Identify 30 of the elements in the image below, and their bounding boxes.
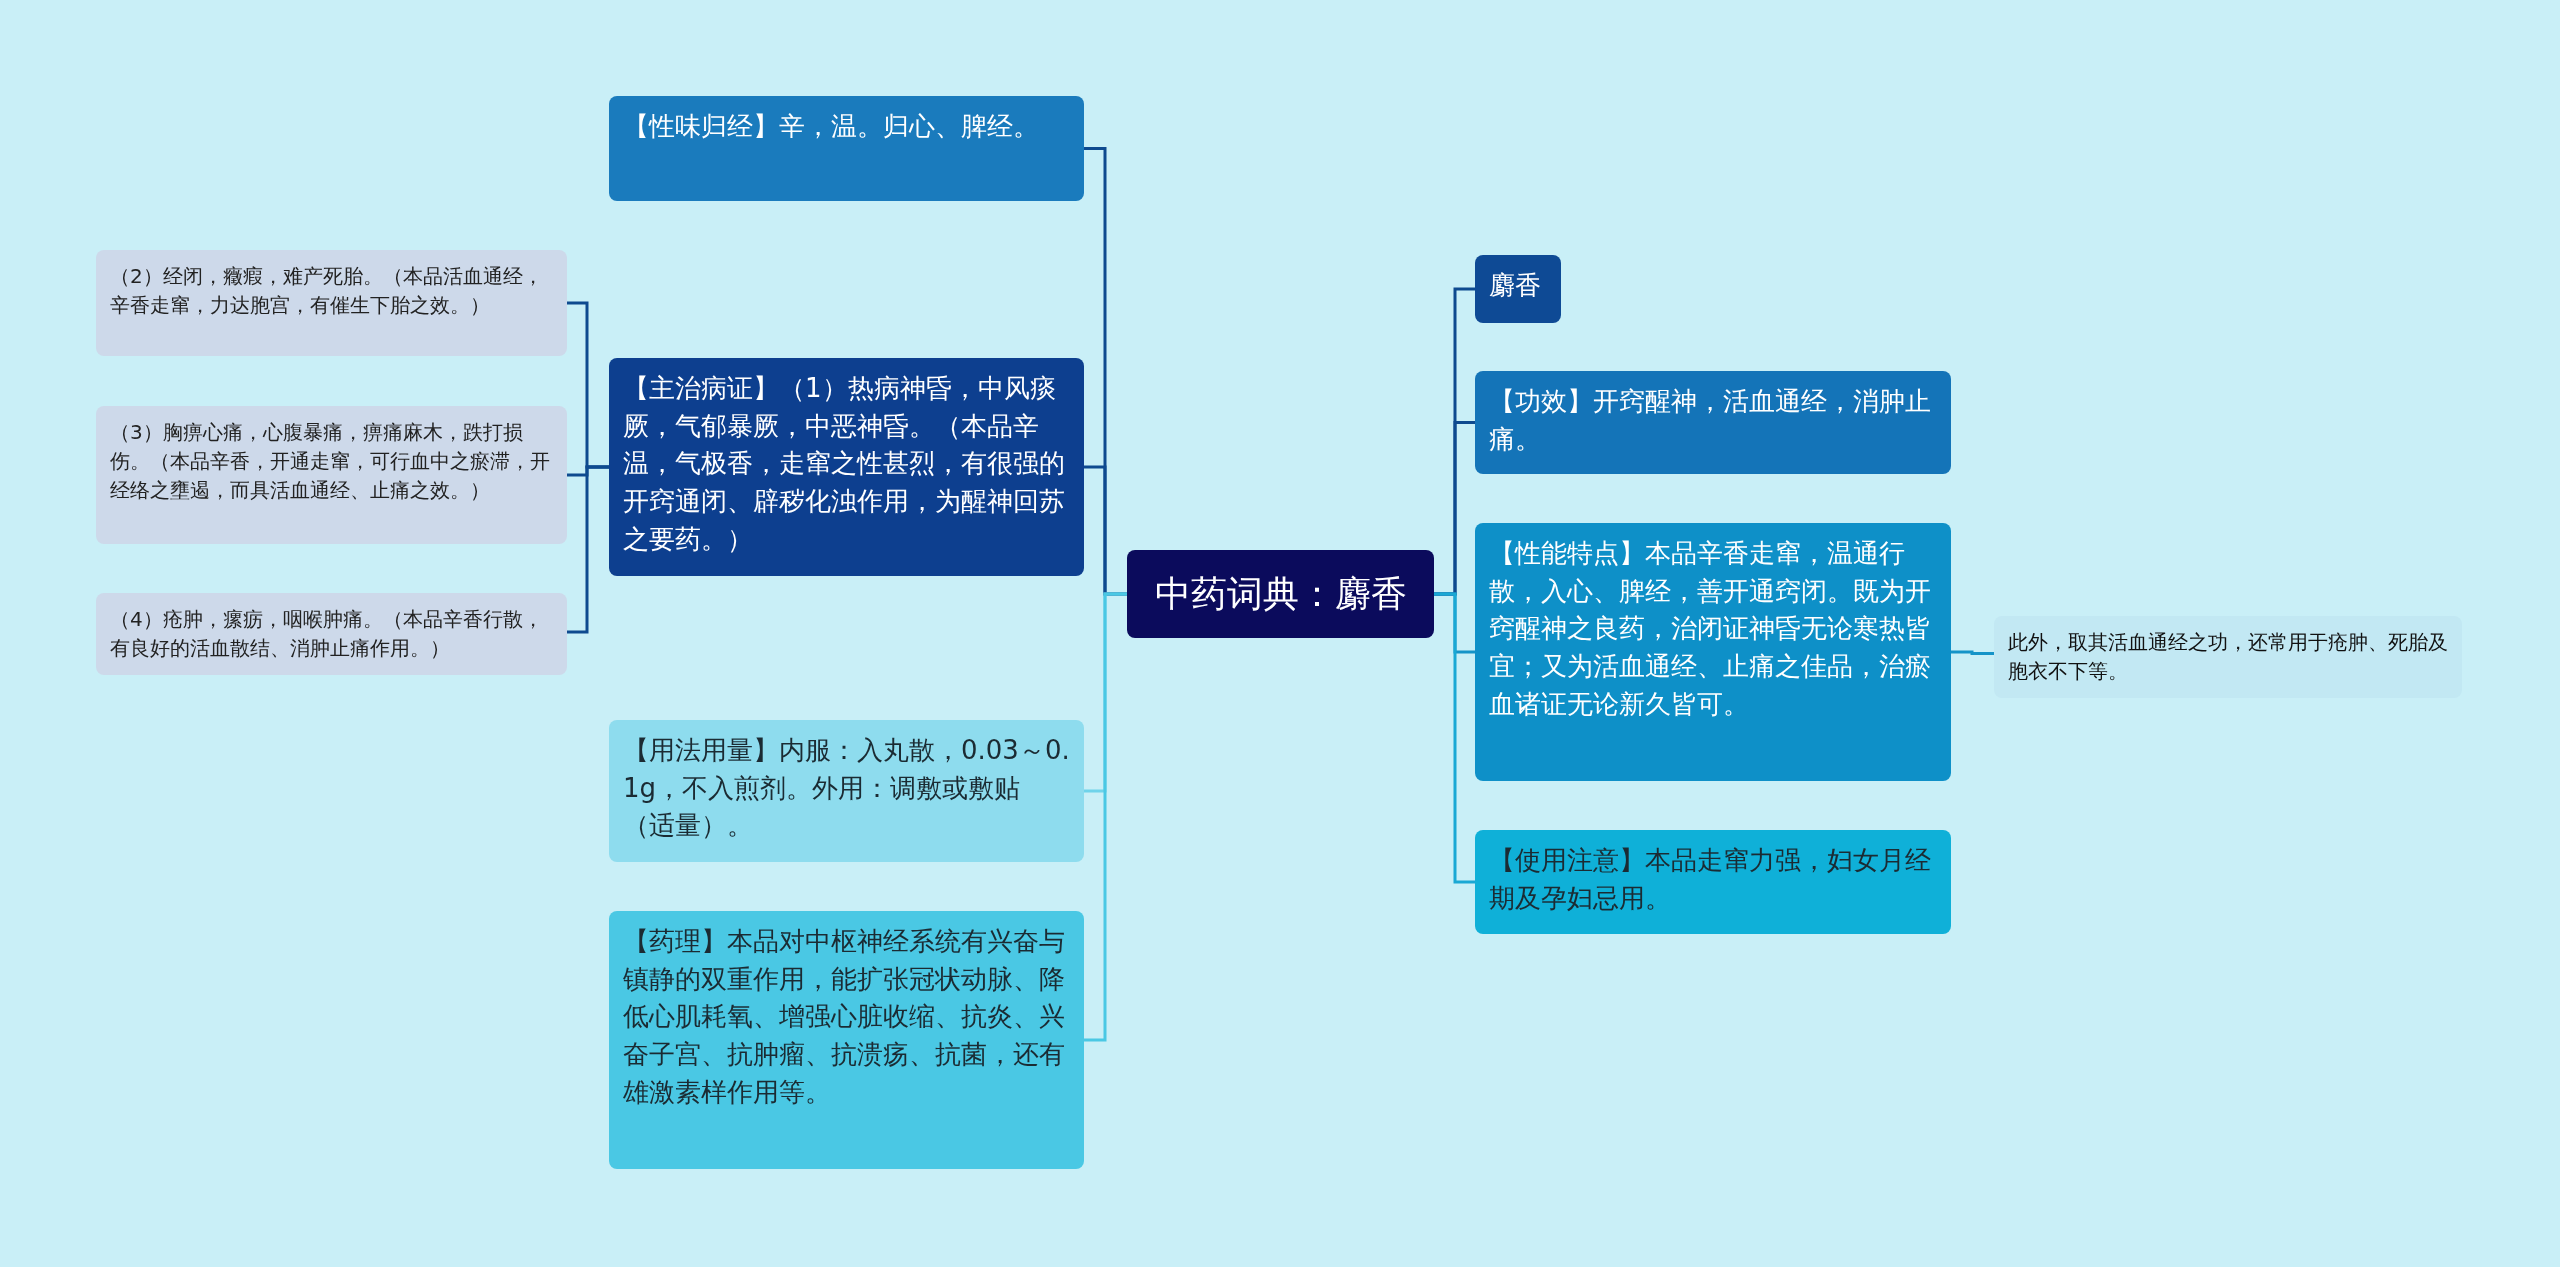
- node-text: 【性能特点】本品辛香走窜，温通行散，入心、脾经，善开通窍闭。既为开窍醒神之良药，治闭证神昏无论寒热皆宜；又为活血通经、止痛之佳品，治瘀血诸证无论新久皆可。: [1489, 537, 1932, 721]
- text-box: [1994, 616, 2462, 698]
- node-text: 中药词典：麝香: [1154, 571, 1407, 616]
- text-box: [96, 593, 567, 675]
- node-text: （3）胸痹心痛，心腹暴痛，痹痛麻木，跌打损伤。（本品辛香，开通走窜，可行血中之瘀滞，开经络之壅遏，而具活血通经、止痛之效。）: [110, 419, 551, 504]
- node-text: 此外，取其活血通经之功，还常用于疮肿、死胎及胞衣不下等。: [2008, 629, 2448, 685]
- connector-line: [1434, 592, 1475, 884]
- connector-line: [1951, 650, 1994, 655]
- node-text: 【使用注意】本品走窜力强，妇女月经期及孕妇忌用。: [1489, 844, 1932, 915]
- node-text: 【性味归经】辛，温。归心、脾经。: [623, 110, 1040, 143]
- text-box: [609, 96, 1084, 201]
- node-text: （4）疮肿，瘰疬，咽喉肿痛。（本品辛香行散，有良好的活血散结、消肿止痛作用。）: [110, 606, 544, 662]
- text-box: [1475, 371, 1951, 474]
- text-box: [1475, 523, 1951, 781]
- central-topic-box: [1127, 550, 1434, 638]
- connector-line: [567, 465, 609, 634]
- text-box: [1475, 830, 1951, 934]
- text-box: [609, 720, 1084, 862]
- text-box: [96, 250, 567, 356]
- text-box: [609, 358, 1084, 576]
- connector-line: [1084, 592, 1127, 1042]
- text-box: [609, 911, 1084, 1169]
- node-text: 【用法用量】内服：入丸散，0.03～0.1g，不入煎剂。外用：调敷或敷贴（适量）。: [623, 734, 1070, 843]
- node-text: 【主治病证】（1）热病神昏，中风痰厥，气郁暴厥，中恶神昏。（本品辛温，气极香，走窜之性甚烈，有很强的开窍通闭、辟秽化浊作用，为醒神回苏之要药。）: [623, 372, 1066, 556]
- topic-box: [1475, 255, 1561, 323]
- node-text: 【功效】开窍醒神，活血通经，消肿止痛。: [1489, 385, 1932, 456]
- node-text: 麝香: [1489, 269, 1542, 302]
- node-text: 【药理】本品对中枢神经系统有兴奋与镇静的双重作用，能扩张冠状动脉、降低心肌耗氧、增强心脏收缩、抗炎、兴奋子宫、抗肿瘤、抗溃疡、抗菌，还有雄激素样作用等。: [623, 925, 1066, 1109]
- text-box: [96, 406, 567, 544]
- node-text: （2）经闭，癥瘕，难产死胎。（本品活血通经，辛香走窜，力达胞宫，有催生下胎之效。）: [110, 263, 544, 319]
